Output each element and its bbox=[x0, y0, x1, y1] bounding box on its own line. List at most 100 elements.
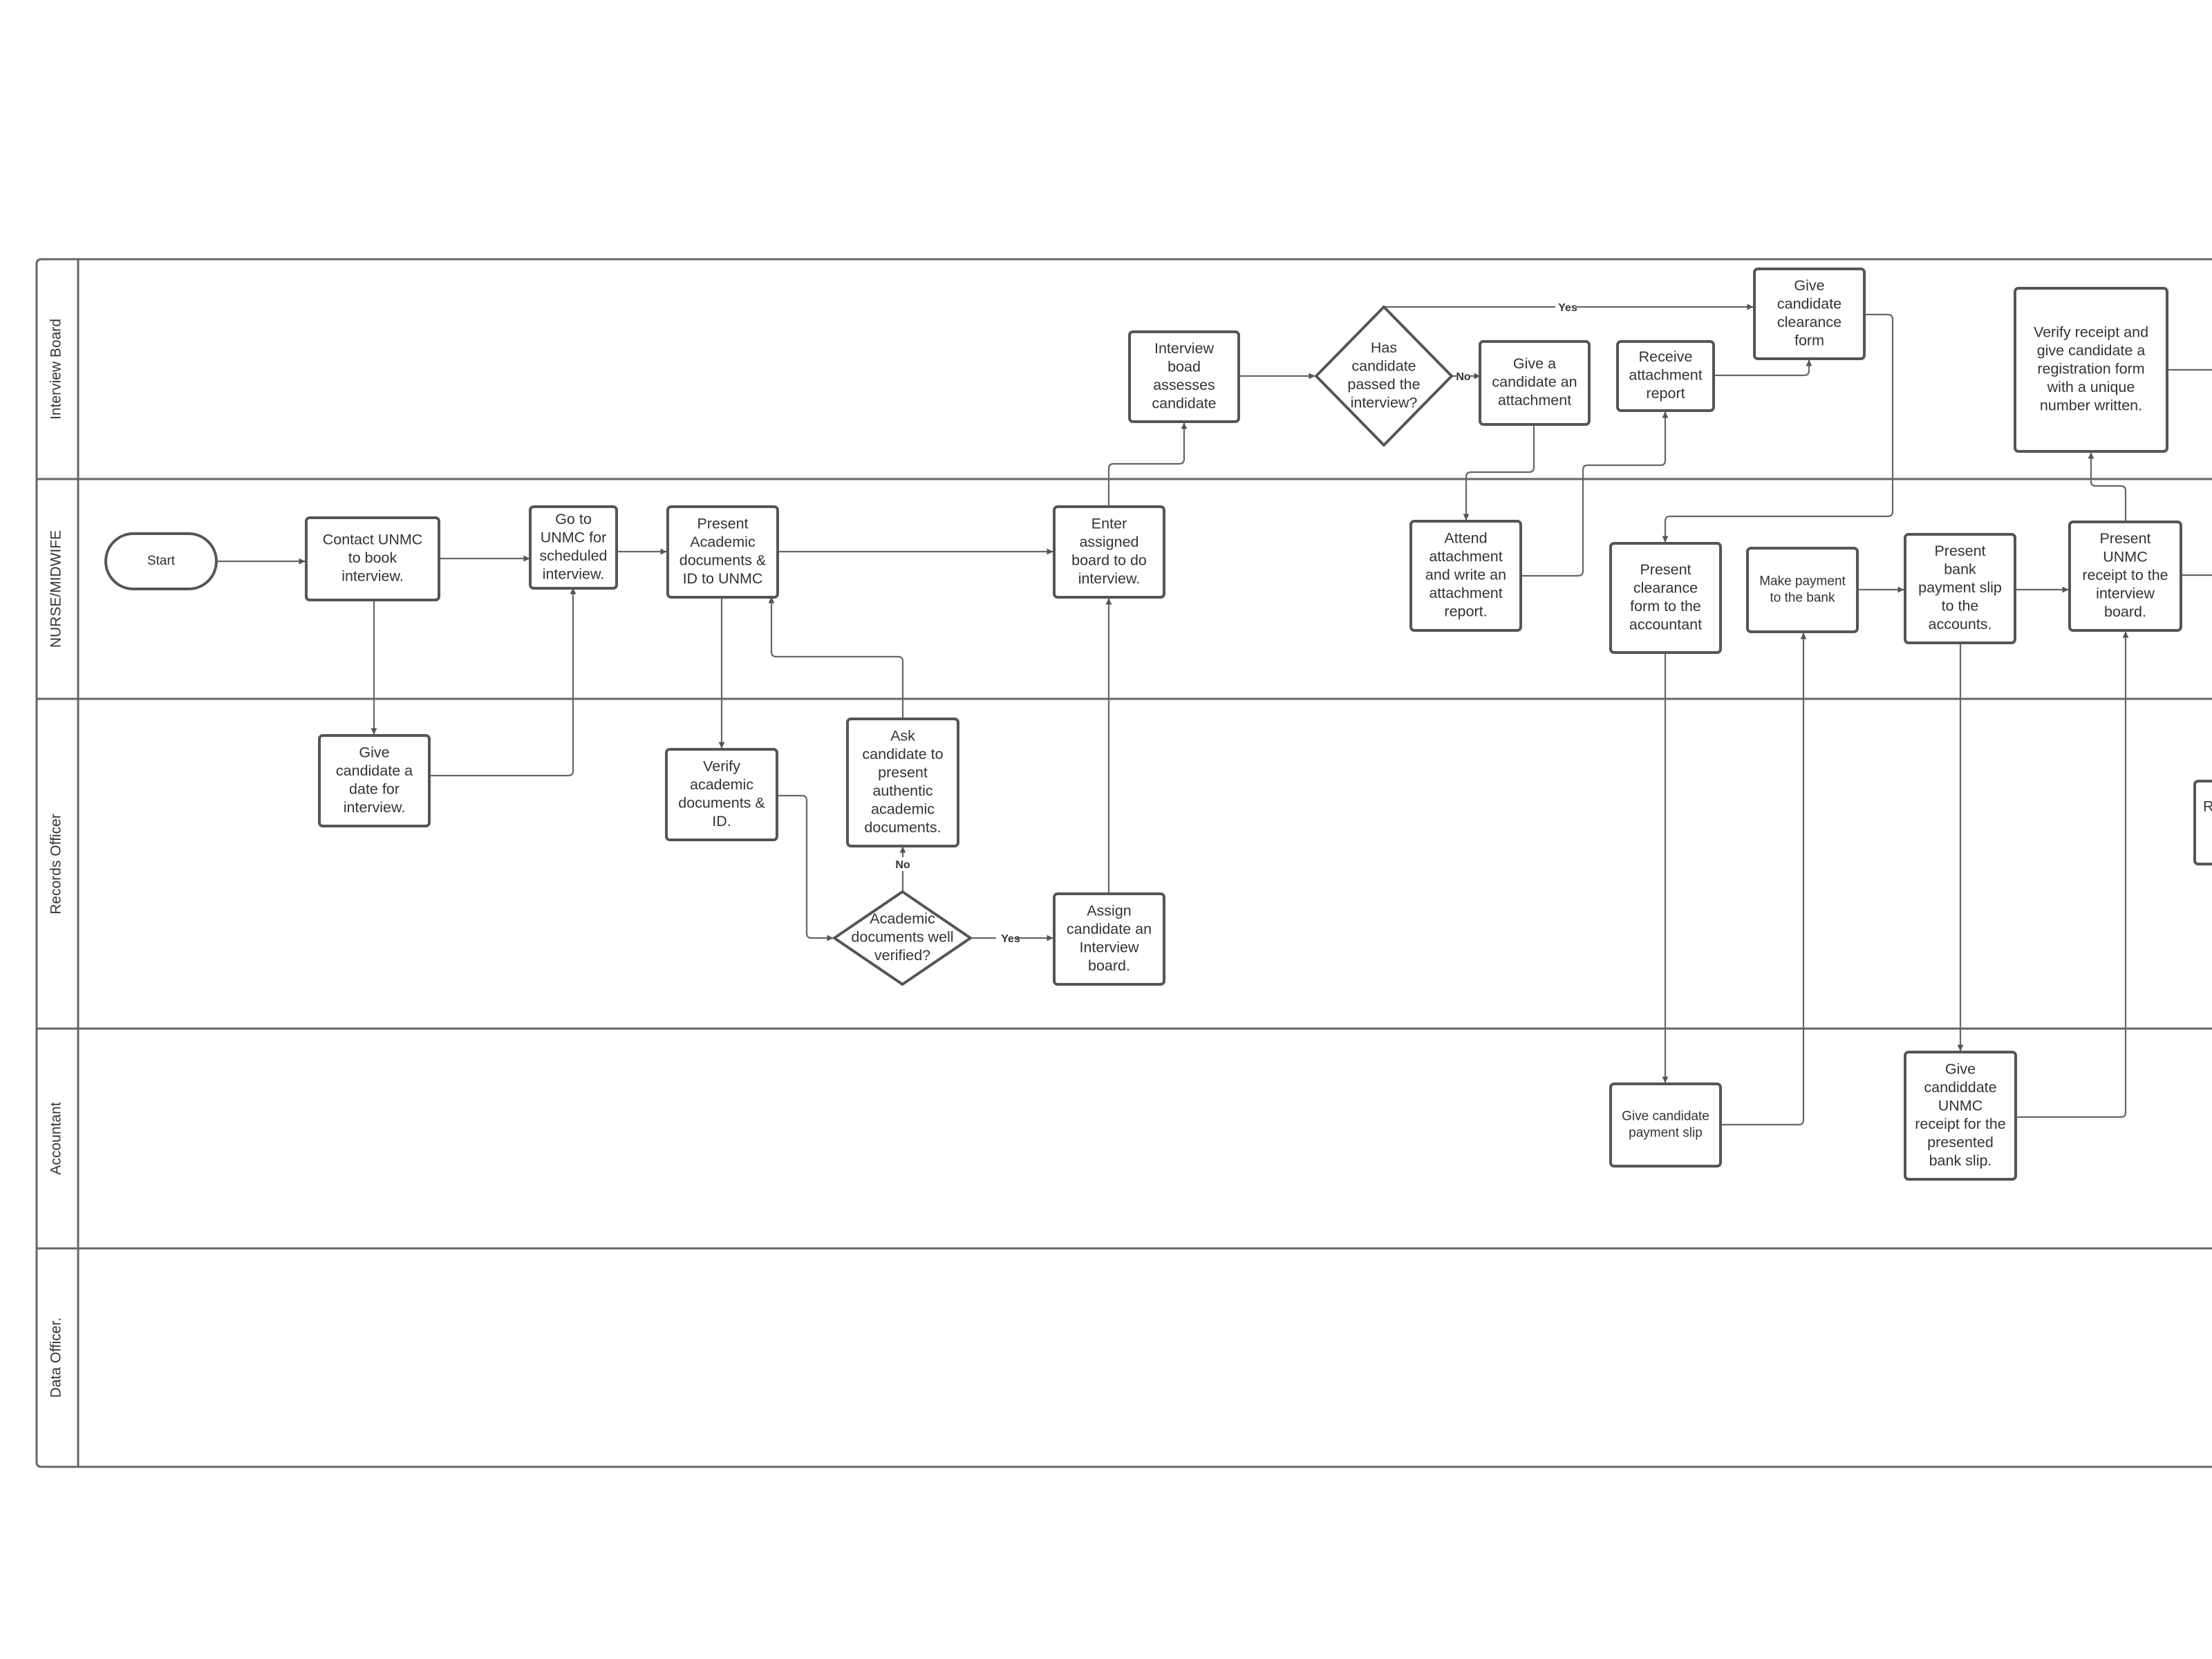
node-label-line: documents well bbox=[851, 929, 953, 946]
lane-label-nurse-midwife: NURSE/MIDWIFE bbox=[48, 530, 64, 648]
node-label-line: candidate an bbox=[1067, 921, 1152, 937]
connectors bbox=[216, 303, 2212, 1126]
node-label-line: bank slip. bbox=[1929, 1152, 1992, 1169]
node-label-line: Receive bbox=[1639, 348, 1693, 365]
node-label-line: interview bbox=[2096, 585, 2155, 602]
node-label-line: documents & bbox=[679, 552, 766, 568]
edge-give-date-to-go-unmc bbox=[429, 588, 577, 777]
process-box bbox=[1409, 520, 1522, 632]
node-label-line: report. bbox=[1444, 603, 1487, 620]
node-label-line: with a unique bbox=[2047, 379, 2135, 395]
node-label-line: assigned bbox=[1079, 534, 1138, 550]
process-box bbox=[305, 516, 440, 601]
node-label-line: Give bbox=[1794, 277, 1824, 294]
edge-receive-to-clearance bbox=[1714, 359, 1812, 377]
edge-label-yes-docs: Yes bbox=[1001, 933, 1020, 945]
node-label-line: candiddate bbox=[1924, 1079, 1996, 1096]
node-label-line: receipt to the bbox=[2082, 567, 2168, 583]
process-box bbox=[529, 505, 618, 590]
node-label-line: UNMC for bbox=[541, 529, 607, 545]
node-label-line: candidate bbox=[1777, 295, 1841, 312]
node-label-line: Enter bbox=[1091, 515, 1127, 532]
node-label-line: interview? bbox=[1351, 394, 1418, 411]
node-label-line: present bbox=[878, 764, 928, 780]
node-label-line: receipt for the bbox=[1915, 1116, 2005, 1132]
edge-attachment-to-attend bbox=[1463, 424, 1535, 521]
edge-label-no-passed: No bbox=[1456, 371, 1471, 383]
node-start: Start bbox=[104, 532, 218, 590]
node-label-line: Attend bbox=[1444, 530, 1487, 547]
node-label-line: assesses bbox=[1153, 377, 1215, 393]
process-box bbox=[1053, 505, 1165, 599]
node-label-line: and write an bbox=[1425, 567, 1506, 583]
node-label-line: board. bbox=[2104, 603, 2146, 620]
node-label-line: Academic bbox=[690, 534, 756, 550]
node-label-line: attachment bbox=[1629, 367, 1702, 384]
lane-label-data-officer: Data Officer. bbox=[48, 1318, 64, 1398]
lane-label-accountant: Accountant bbox=[48, 1102, 64, 1174]
node-label-line: academic bbox=[690, 776, 753, 793]
node-label-line: candidate to bbox=[862, 746, 943, 762]
node-label-line: form to the bbox=[1630, 598, 1701, 615]
node-label-line: scheduled bbox=[539, 547, 607, 564]
node-label-line: interview. bbox=[344, 799, 406, 816]
node-label-line: ID. bbox=[712, 813, 731, 830]
node-label-line: passed the bbox=[1347, 376, 1420, 393]
node-label-line: Academic bbox=[870, 910, 935, 927]
node-label-line: boad bbox=[1168, 358, 1201, 375]
process-box bbox=[1746, 547, 1859, 633]
node-label-line: Assign bbox=[1087, 902, 1132, 919]
node-label-line: candidate a bbox=[336, 762, 413, 779]
node-label-line: bank bbox=[1944, 561, 1976, 578]
node-label-line: Verify bbox=[703, 758, 740, 774]
node-label-line: Give bbox=[359, 744, 389, 760]
node-label-line: documents & bbox=[678, 794, 765, 811]
edge-label-no-docs: No bbox=[895, 859, 910, 871]
process-box bbox=[1904, 1051, 2017, 1181]
process-box bbox=[1479, 340, 1591, 426]
decision-diamond bbox=[833, 890, 972, 986]
node-label-line: attachment bbox=[1429, 585, 1502, 601]
node-label-line: UNMC bbox=[1938, 1097, 1983, 1114]
process-box bbox=[1609, 542, 1722, 654]
lane-label-interview-board: Interview Board bbox=[48, 319, 64, 420]
node-label-line: Present bbox=[2099, 530, 2150, 547]
node-label-line: Interview bbox=[1154, 340, 1215, 357]
process-box bbox=[1616, 340, 1715, 412]
node-label-line: interview. bbox=[1078, 570, 1141, 587]
edge-present-receipt-to-verify-receipt bbox=[2088, 452, 2127, 521]
process-box bbox=[846, 718, 959, 847]
node-label-line: interview. bbox=[341, 568, 404, 585]
node-label-line: candidate bbox=[1351, 357, 1416, 374]
node-label-line: interview. bbox=[543, 565, 605, 582]
node-label-line: Give bbox=[1945, 1060, 1976, 1077]
node-label-line: documents. bbox=[864, 819, 941, 836]
edge-attend-to-receive bbox=[1521, 411, 1669, 577]
node-label-line: give candidate a bbox=[2037, 342, 2146, 359]
swimlane-frame bbox=[35, 258, 2212, 1468]
decision-diamond bbox=[1315, 306, 1453, 447]
terminal-shape bbox=[104, 532, 218, 590]
process-box bbox=[665, 748, 778, 841]
edge-enter-board-to-assess bbox=[1107, 422, 1188, 507]
node-label-line: Has bbox=[1371, 339, 1397, 356]
node-label-line: report bbox=[1646, 385, 1685, 402]
node-label-line: clearance bbox=[1777, 314, 1841, 330]
node-records-partial: R bbox=[2193, 780, 2212, 865]
node-label-line: Go to bbox=[555, 511, 592, 527]
node-label-line: authentic bbox=[872, 782, 933, 799]
